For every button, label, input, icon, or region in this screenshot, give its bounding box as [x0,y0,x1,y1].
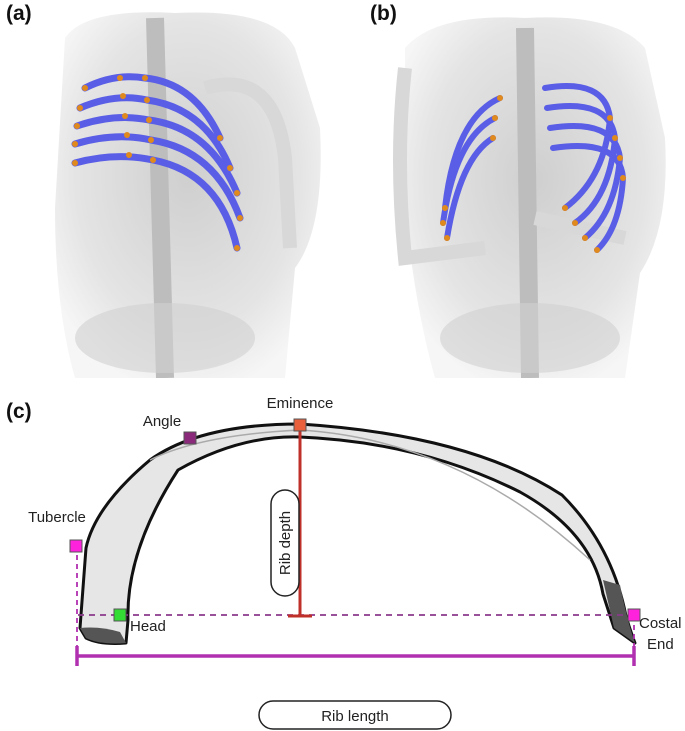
head-marker [113,608,127,622]
rib-cage-render-anterior [393,17,666,378]
rib-outline [78,422,637,645]
panel-label-c: (c) [6,400,32,423]
panel-label-b: (b) [370,2,397,25]
arm-bone [203,77,297,249]
costal-label: Costal [639,615,682,632]
rib-schematic: Eminence Angle Tubercle Head Costal End … [28,395,682,730]
eminence-label: Eminence [267,395,334,412]
costal-end-shade [603,580,635,643]
end-label: End [647,636,674,653]
rib-length-pill [258,700,452,730]
angle-label: Angle [143,413,181,430]
arm-bone [393,67,486,266]
head-label: Head [130,618,166,635]
torso-silhouette [55,12,321,378]
pelvis [440,303,620,373]
tubercle-label: Tubercle [28,509,86,526]
tubercle-marker [69,539,83,553]
eminence-marker [293,418,307,432]
angle-marker [183,431,197,445]
rib-depth-label: Rib depth [277,511,294,575]
rib-length-label: Rib length [321,708,389,725]
landmarks-orange [440,95,626,253]
rib-cage-render-posterior [55,12,321,378]
rib-head-shade [80,627,126,644]
panel-label-a: (a) [6,2,32,25]
landmarks-orange [72,75,243,251]
costal-end-marker [627,608,641,622]
rib-depth-pill [270,489,300,597]
pelvis [75,303,255,373]
